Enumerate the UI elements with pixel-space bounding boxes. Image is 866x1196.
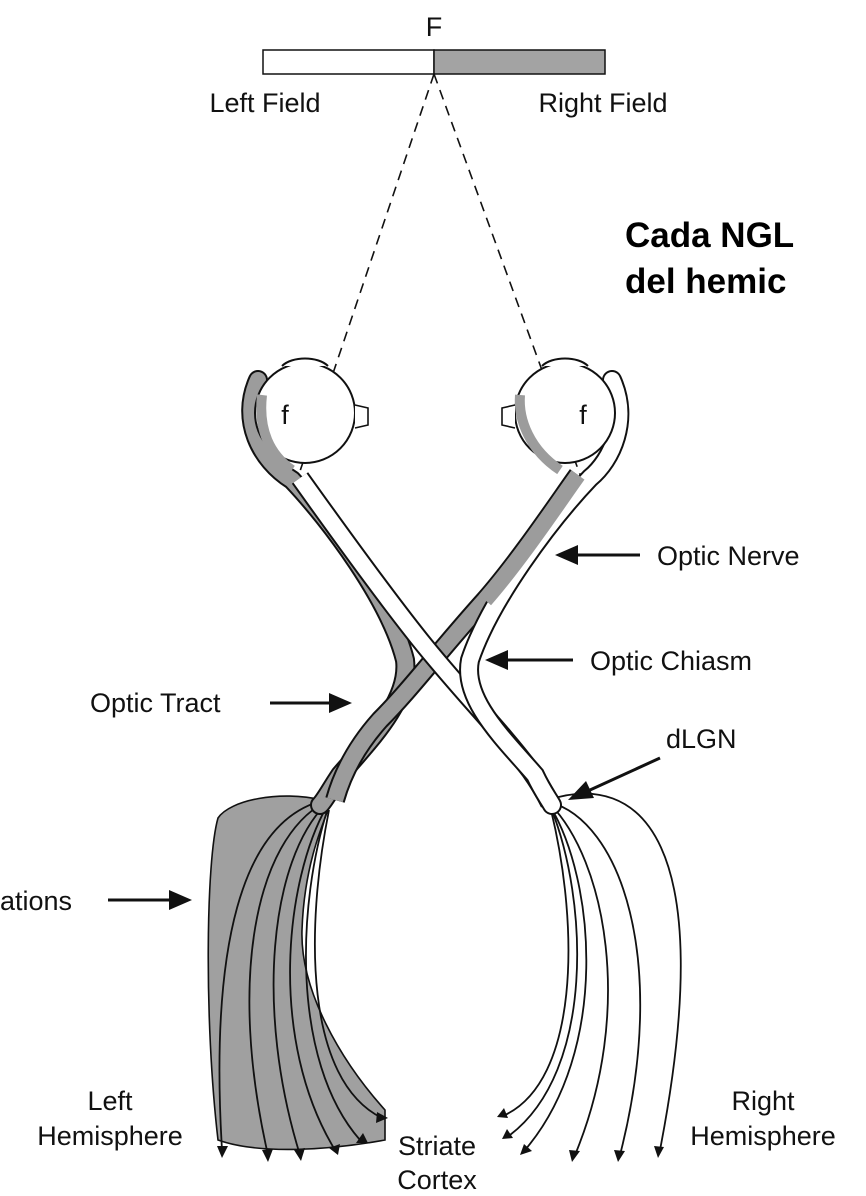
fixation-label: F: [426, 12, 443, 42]
left-field-label: Left Field: [209, 88, 320, 118]
left-field-bar: [263, 50, 434, 74]
fovea-left-label: f: [281, 400, 289, 430]
radiations-label: ations: [0, 886, 72, 916]
right-optic-radiation: [497, 794, 681, 1162]
visual-field-bar: [263, 50, 605, 74]
heading-line-1: Cada NGL: [625, 216, 794, 255]
optic-nerve-label: Optic Nerve: [657, 541, 800, 571]
right-hemisphere-label-1: Right: [731, 1086, 795, 1116]
striate-cortex-label-1: Striate: [398, 1131, 476, 1161]
optic-tract-label: Optic Tract: [90, 688, 221, 718]
left-eye: [255, 359, 368, 471]
optic-chiasm-label: Optic Chiasm: [590, 646, 752, 676]
right-hemisphere-label-2: Hemisphere: [690, 1121, 836, 1151]
dlgn-label: dLGN: [666, 724, 737, 754]
right-eye: [502, 359, 615, 471]
striate-cortex-label-2: Cortex: [397, 1165, 477, 1195]
heading-line-2: del hemic: [625, 262, 786, 301]
fovea-right-label: f: [579, 400, 587, 430]
left-hemisphere-label-2: Hemisphere: [37, 1121, 183, 1151]
right-field-label: Right Field: [538, 88, 667, 118]
left-optic-radiation: [208, 796, 388, 1162]
right-field-bar: [434, 50, 605, 74]
left-hemisphere-label-1: Left: [87, 1086, 133, 1116]
